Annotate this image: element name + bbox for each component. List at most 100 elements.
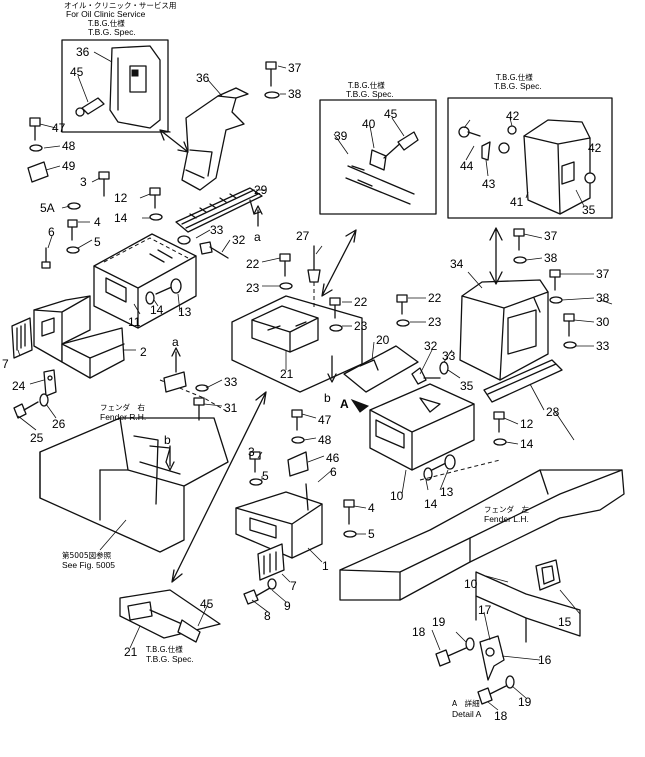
double-arrow-right [489, 227, 503, 285]
tbg-inset-cover: T.B.G.仕様 T.B.G. Spec. [447, 72, 613, 219]
double-arrow-long [171, 391, 267, 583]
label-7-left: 7 [2, 357, 9, 371]
bolt-4-left [66, 219, 80, 254]
bracket-small-a [163, 371, 187, 393]
label-3-right: 3 [248, 445, 255, 459]
label-37-right-b: 37 [596, 267, 610, 281]
label-43: 43 [482, 177, 496, 191]
label-47-right: 47 [318, 413, 332, 427]
fender-rh-caption-en: Fender R.H. [100, 412, 146, 422]
bolt-12-right [493, 411, 507, 446]
box-part-11 [93, 233, 197, 329]
label-22-b: 22 [354, 295, 368, 309]
label-48-left: 48 [62, 139, 76, 153]
fender-lh-caption-jp: フェンダ 左 [484, 504, 529, 514]
see-fig-caption-en: See Fig. 5005 [62, 560, 115, 570]
part-46 [287, 451, 309, 477]
label-38-top: 38 [288, 87, 302, 101]
label-48-right: 48 [318, 433, 332, 447]
ref-arrow-a-top [253, 205, 263, 227]
bolt-47-left [27, 117, 49, 183]
label-21-center: 21 [280, 367, 294, 381]
label-13-left: 13 [178, 305, 192, 319]
fender-lh-caption-en: Fender L.H. [484, 514, 529, 524]
label-18-b: 18 [494, 709, 508, 723]
double-arrow-oil [159, 129, 189, 153]
label-38-right-a: 38 [544, 251, 558, 265]
label-18-a: 18 [412, 625, 426, 639]
label-23-c: 23 [428, 315, 442, 329]
label-42-a: 42 [506, 109, 520, 123]
label-23-b: 23 [354, 319, 368, 333]
tbg-caption-jp-4: T.B.G.仕様 [145, 644, 183, 654]
label-26: 26 [52, 417, 66, 431]
cover-36 [181, 87, 249, 191]
label-14-right-a: 14 [520, 437, 534, 451]
bolt-32-left [177, 235, 229, 259]
label-46: 46 [326, 451, 340, 465]
part-24-clip [43, 369, 57, 397]
label-7-right: 7 [290, 579, 297, 593]
bolt-22-a [279, 253, 293, 290]
part-27-stud [307, 245, 321, 310]
label-42-b: 42 [588, 141, 602, 155]
bolt-3-right [249, 451, 263, 486]
label-4-left: 4 [94, 215, 101, 229]
label-36-cover: 36 [196, 71, 210, 85]
bolt-3-left [67, 171, 110, 210]
tbg-caption-jp-1: T.B.G.仕様 [87, 18, 125, 28]
cover-part-34 [459, 279, 549, 381]
ref-letter-A: A [340, 397, 349, 411]
label-32-right: 32 [424, 339, 438, 353]
label-14-left-a: 14 [114, 211, 128, 225]
bracket-part-21 [231, 295, 363, 393]
label-33-left: 33 [210, 223, 224, 237]
label-45-bottom: 45 [200, 597, 214, 611]
label-21-bottom: 21 [124, 645, 138, 659]
label-38-right-b: 38 [596, 291, 610, 305]
label-45-tbg: 45 [384, 107, 398, 121]
tbg-inset-bottom: T.B.G.仕様 T.B.G. Spec. [119, 589, 221, 664]
bolt-6-left [41, 247, 51, 269]
label-47-left: 47 [52, 121, 66, 135]
ref-arrow-b-left [165, 445, 175, 471]
label-44: 44 [460, 159, 474, 173]
label-30: 30 [596, 315, 610, 329]
see-fig-caption-jp: 第5005図参照 [62, 550, 112, 560]
label-14-left-b: 14 [150, 303, 164, 317]
bolt-22-c [396, 294, 410, 327]
label-45-inset: 45 [70, 65, 84, 79]
switch-part-7-right [257, 543, 285, 581]
label-6-right: 6 [330, 465, 337, 479]
bolt-13-left [145, 278, 182, 305]
tbg-inset-key: T.B.G.仕様 T.B.G. Spec. [319, 80, 437, 215]
guard-part-2 [61, 327, 125, 379]
label-37-top: 37 [288, 61, 302, 75]
detail-a-caption-jp: A 詳細 [452, 698, 480, 708]
label-9: 9 [284, 599, 291, 613]
label-5-mid: 5 [262, 469, 269, 483]
label-6-left: 6 [48, 225, 55, 239]
label-41: 41 [510, 195, 524, 209]
label-33-mid: 33 [224, 375, 238, 389]
oil-clinic-inset: オイル・クリニック・サービス用 For Oil Clinic Service T… [61, 1, 176, 133]
bolt-12-left [149, 187, 163, 221]
label-19-a: 19 [432, 615, 446, 629]
bolt-13-right [423, 454, 456, 481]
label-3-left: 3 [80, 175, 87, 189]
bolt-47-right [291, 409, 305, 444]
tbg-caption-en-3: T.B.G. Spec. [494, 81, 542, 91]
ref-arrow-a-left [171, 347, 181, 373]
label-40: 40 [362, 117, 376, 131]
label-5-right: 5 [368, 527, 375, 541]
label-16: 16 [538, 653, 552, 667]
label-39: 39 [334, 129, 348, 143]
bolt-32-right [411, 361, 449, 385]
label-2: 2 [140, 345, 147, 359]
fender-lh-frame [339, 459, 625, 601]
label-35-right: 35 [460, 379, 474, 393]
bolt-8 [243, 578, 277, 605]
label-1-right: 1 [322, 559, 329, 573]
